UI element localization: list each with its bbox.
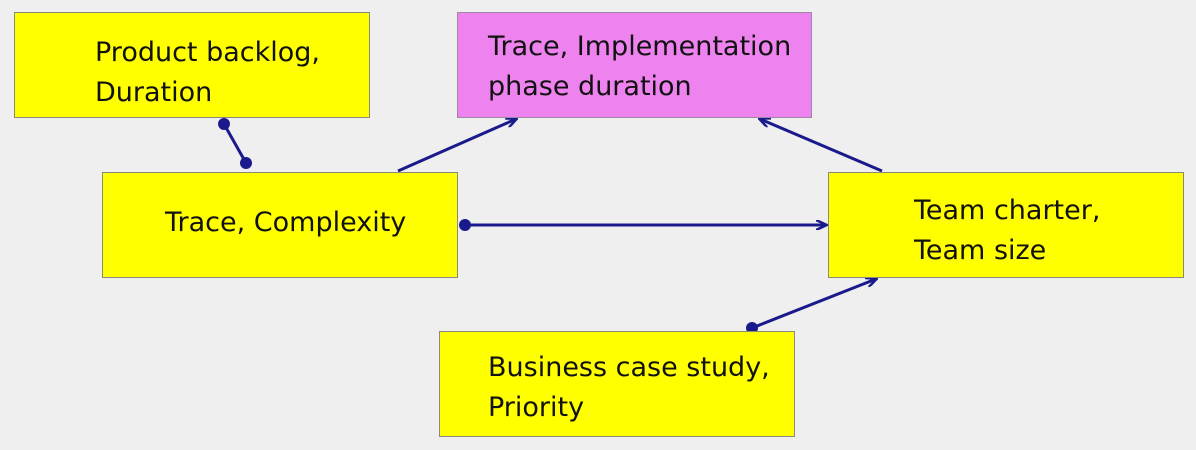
node-product-backlog: Product backlog, Duration — [14, 12, 370, 118]
node-label-line2: Team size — [914, 235, 1047, 266]
node-label-line1: Trace, Complexity — [165, 207, 407, 238]
node-label-line1: Business case study, — [488, 352, 770, 383]
edge-business-to-team — [746, 279, 876, 334]
node-team-charter: Team charter, Team size — [828, 172, 1184, 278]
edge-backlog-to-complexity — [218, 118, 252, 169]
node-label-line1: Product backlog, — [95, 37, 321, 68]
edge-team-to-implementation — [760, 119, 883, 173]
node-label-line1: Trace, Implementation — [488, 31, 792, 62]
connector-dot — [218, 118, 230, 130]
connector-dot — [459, 219, 471, 231]
node-label-line2: Priority — [488, 392, 585, 423]
edge-complexity-to-team — [459, 219, 826, 231]
edge-complexity-to-implementation — [397, 119, 516, 173]
connector-dot — [240, 157, 252, 169]
node-label-line2: Duration — [95, 77, 213, 108]
node-business-case: Business case study, Priority — [439, 331, 795, 437]
node-label-line2: phase duration — [488, 71, 692, 102]
node-complexity: Trace, Complexity — [102, 172, 458, 278]
node-implementation-duration: Trace, Implementation phase duration — [457, 12, 812, 118]
node-label-line1: Team charter, — [914, 195, 1101, 226]
